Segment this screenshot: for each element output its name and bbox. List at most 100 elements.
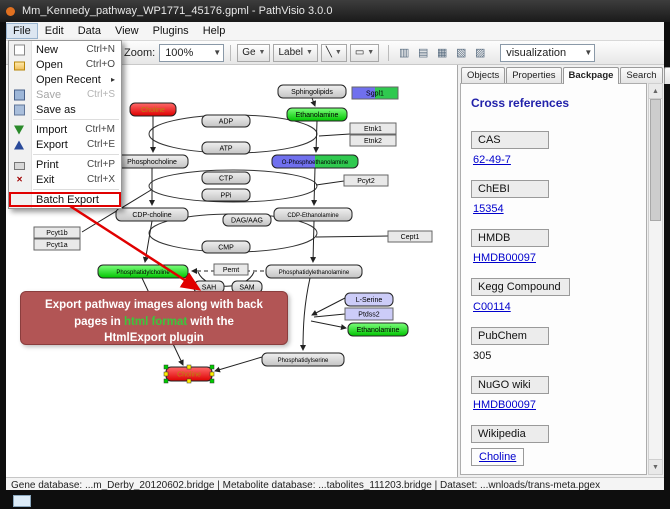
tab-backpage[interactable]: Backpage <box>562 67 620 84</box>
pathway-node-ctp[interactable]: CTP <box>201 171 251 185</box>
selection-handle[interactable] <box>186 378 192 384</box>
selection-handle[interactable] <box>209 378 215 384</box>
pathway-node-choline[interactable]: Choline <box>129 102 177 117</box>
pathway-node-phosphatidylcholine[interactable]: Phosphatidylcholine <box>97 264 189 279</box>
tab-properties[interactable]: Properties <box>506 67 562 84</box>
svg-text:Pcyt1a: Pcyt1a <box>46 242 68 249</box>
selection-handle[interactable] <box>209 364 215 370</box>
align-center-y-icon[interactable]: ▤ <box>418 47 429 59</box>
pathway-node-cmp[interactable]: CMP <box>201 240 251 254</box>
export-icon <box>14 140 24 149</box>
label-tool-button[interactable]: Label▼ <box>273 43 318 62</box>
xref-section-cas: CAS 62-49-7 <box>471 130 636 170</box>
chevron-down-icon: ▼ <box>584 48 593 57</box>
file-menu-item-open-recent[interactable]: Open Recent▸ <box>9 72 121 87</box>
gene-product-tool-button[interactable]: Ge▼ <box>237 43 271 62</box>
selection-handle[interactable] <box>186 364 192 370</box>
pathway-node-etnk2[interactable]: Etnk2 <box>349 134 397 147</box>
pathway-node-phosphatidylserine[interactable]: Phosphatidylserine <box>261 352 345 367</box>
print-icon <box>14 161 25 170</box>
selection-handle[interactable] <box>163 378 169 384</box>
xref-id-link[interactable]: HMDB00097 <box>473 399 536 411</box>
zoom-combobox[interactable]: 100% ▼ <box>159 43 225 62</box>
pathway-node-choline[interactable]: Choline <box>163 364 215 384</box>
xref-id-link[interactable]: C00114 <box>473 301 511 313</box>
xref-source-label: CAS <box>471 131 549 149</box>
pathway-edge <box>310 220 317 263</box>
pathway-node-ptdss2[interactable]: Ptdss2 <box>344 307 394 321</box>
scroll-up-icon[interactable]: ▲ <box>649 84 662 99</box>
pathway-node-phosphatidylethanolamine[interactable]: Phosphatidylethanolamine <box>265 264 363 279</box>
pathway-node-etnk1[interactable]: Etnk1 <box>349 122 397 135</box>
menu-item-label: Print <box>36 158 59 171</box>
menu-item-label: Open <box>36 58 63 71</box>
chevron-down-icon: ▼ <box>305 49 313 56</box>
pathway-node-atp[interactable]: ATP <box>201 141 251 155</box>
pathway-node-ethanolamine[interactable]: Ethanolamine <box>286 107 348 122</box>
menu-bar: File Edit Data View Plugins Help <box>6 22 664 41</box>
pathway-node-pcyt2[interactable]: Pcyt2 <box>343 174 389 187</box>
menu-item-label: Exit <box>36 173 55 186</box>
cross-references-heading: Cross references <box>471 96 570 110</box>
pathway-node-pcyt1a[interactable]: Pcyt1a <box>33 238 81 251</box>
new-document-icon <box>14 44 25 55</box>
pathway-node-cept1[interactable]: Cept1 <box>387 230 433 243</box>
align-center-x-icon[interactable]: ▥ <box>399 47 410 59</box>
xref-id-link[interactable]: Choline <box>471 448 525 466</box>
pathway-node-sgpl1[interactable]: Sgpl1 <box>351 86 399 100</box>
svg-text:Pcyt2: Pcyt2 <box>357 178 375 185</box>
tab-legend[interactable]: Legend <box>663 67 670 84</box>
pathway-node-cdp-choline[interactable]: CDP-choline <box>115 207 189 222</box>
scroll-down-icon[interactable]: ▼ <box>649 459 662 474</box>
pathway-node-dag-aag[interactable]: DAG/AAG <box>222 213 272 227</box>
selection-handle[interactable] <box>163 371 169 377</box>
pathway-node-phosphocholine[interactable]: Phosphocholine <box>115 154 189 169</box>
tab-search[interactable]: Search <box>620 67 663 84</box>
pathway-node-ethanolamine[interactable]: Ethanolamine <box>347 322 409 337</box>
pathway-node-l-serine[interactable]: L-Serine <box>344 292 394 307</box>
selection-handle[interactable] <box>163 364 169 370</box>
backpage-scrollbar[interactable]: ▲ ▼ <box>648 83 663 475</box>
pathway-node-cdp-ethanolamine[interactable]: CDP-Ethanolamine <box>273 207 353 222</box>
common-size-icon[interactable]: ▨ <box>475 47 486 59</box>
pathway-node-o-phosphoethanolamine[interactable]: O-Phosphoethanolamine <box>271 154 359 169</box>
svg-text:Sphingolipids: Sphingolipids <box>291 89 333 96</box>
menu-item-label: New <box>36 43 59 56</box>
tab-objects[interactable]: Objects <box>461 67 506 84</box>
visualization-combobox[interactable]: visualization ▼ <box>500 43 596 62</box>
pathway-node-adp[interactable]: ADP <box>201 114 251 128</box>
xref-id-link[interactable]: HMDB00097 <box>473 252 536 264</box>
xref-id-link[interactable]: 15354 <box>473 203 504 215</box>
menu-file[interactable]: File <box>6 23 38 39</box>
svg-text:ADP: ADP <box>219 119 234 126</box>
xref-id-link[interactable]: 62-49-7 <box>473 154 511 166</box>
pathway-node-ppi[interactable]: PPi <box>201 188 251 202</box>
pathway-edge <box>313 120 320 153</box>
pathway-node-pemt[interactable]: Pemt <box>213 263 249 276</box>
file-menu-item-save-as[interactable]: Save as <box>9 102 121 117</box>
scrollbar-thumb[interactable] <box>650 99 661 221</box>
pathway-node-pcyt1b[interactable]: Pcyt1b <box>33 226 81 239</box>
line-tool-button[interactable]: ╲▼ <box>320 43 347 62</box>
menu-view[interactable]: View <box>114 25 139 37</box>
file-menu-item-batch-export[interactable]: Batch Export <box>9 192 121 207</box>
pathway-node-sphingolipids[interactable]: Sphingolipids <box>277 84 347 99</box>
align-top-icon[interactable]: ▧ <box>456 47 467 59</box>
menu-edit[interactable]: Edit <box>44 25 64 37</box>
shape-tool-button[interactable]: ▭▼ <box>349 43 380 62</box>
selection-handle[interactable] <box>209 371 215 377</box>
menu-help[interactable]: Help <box>202 25 226 37</box>
menu-data[interactable]: Data <box>77 25 101 37</box>
menu-plugins[interactable]: Plugins <box>152 25 189 37</box>
align-left-icon[interactable]: ▦ <box>437 47 448 59</box>
